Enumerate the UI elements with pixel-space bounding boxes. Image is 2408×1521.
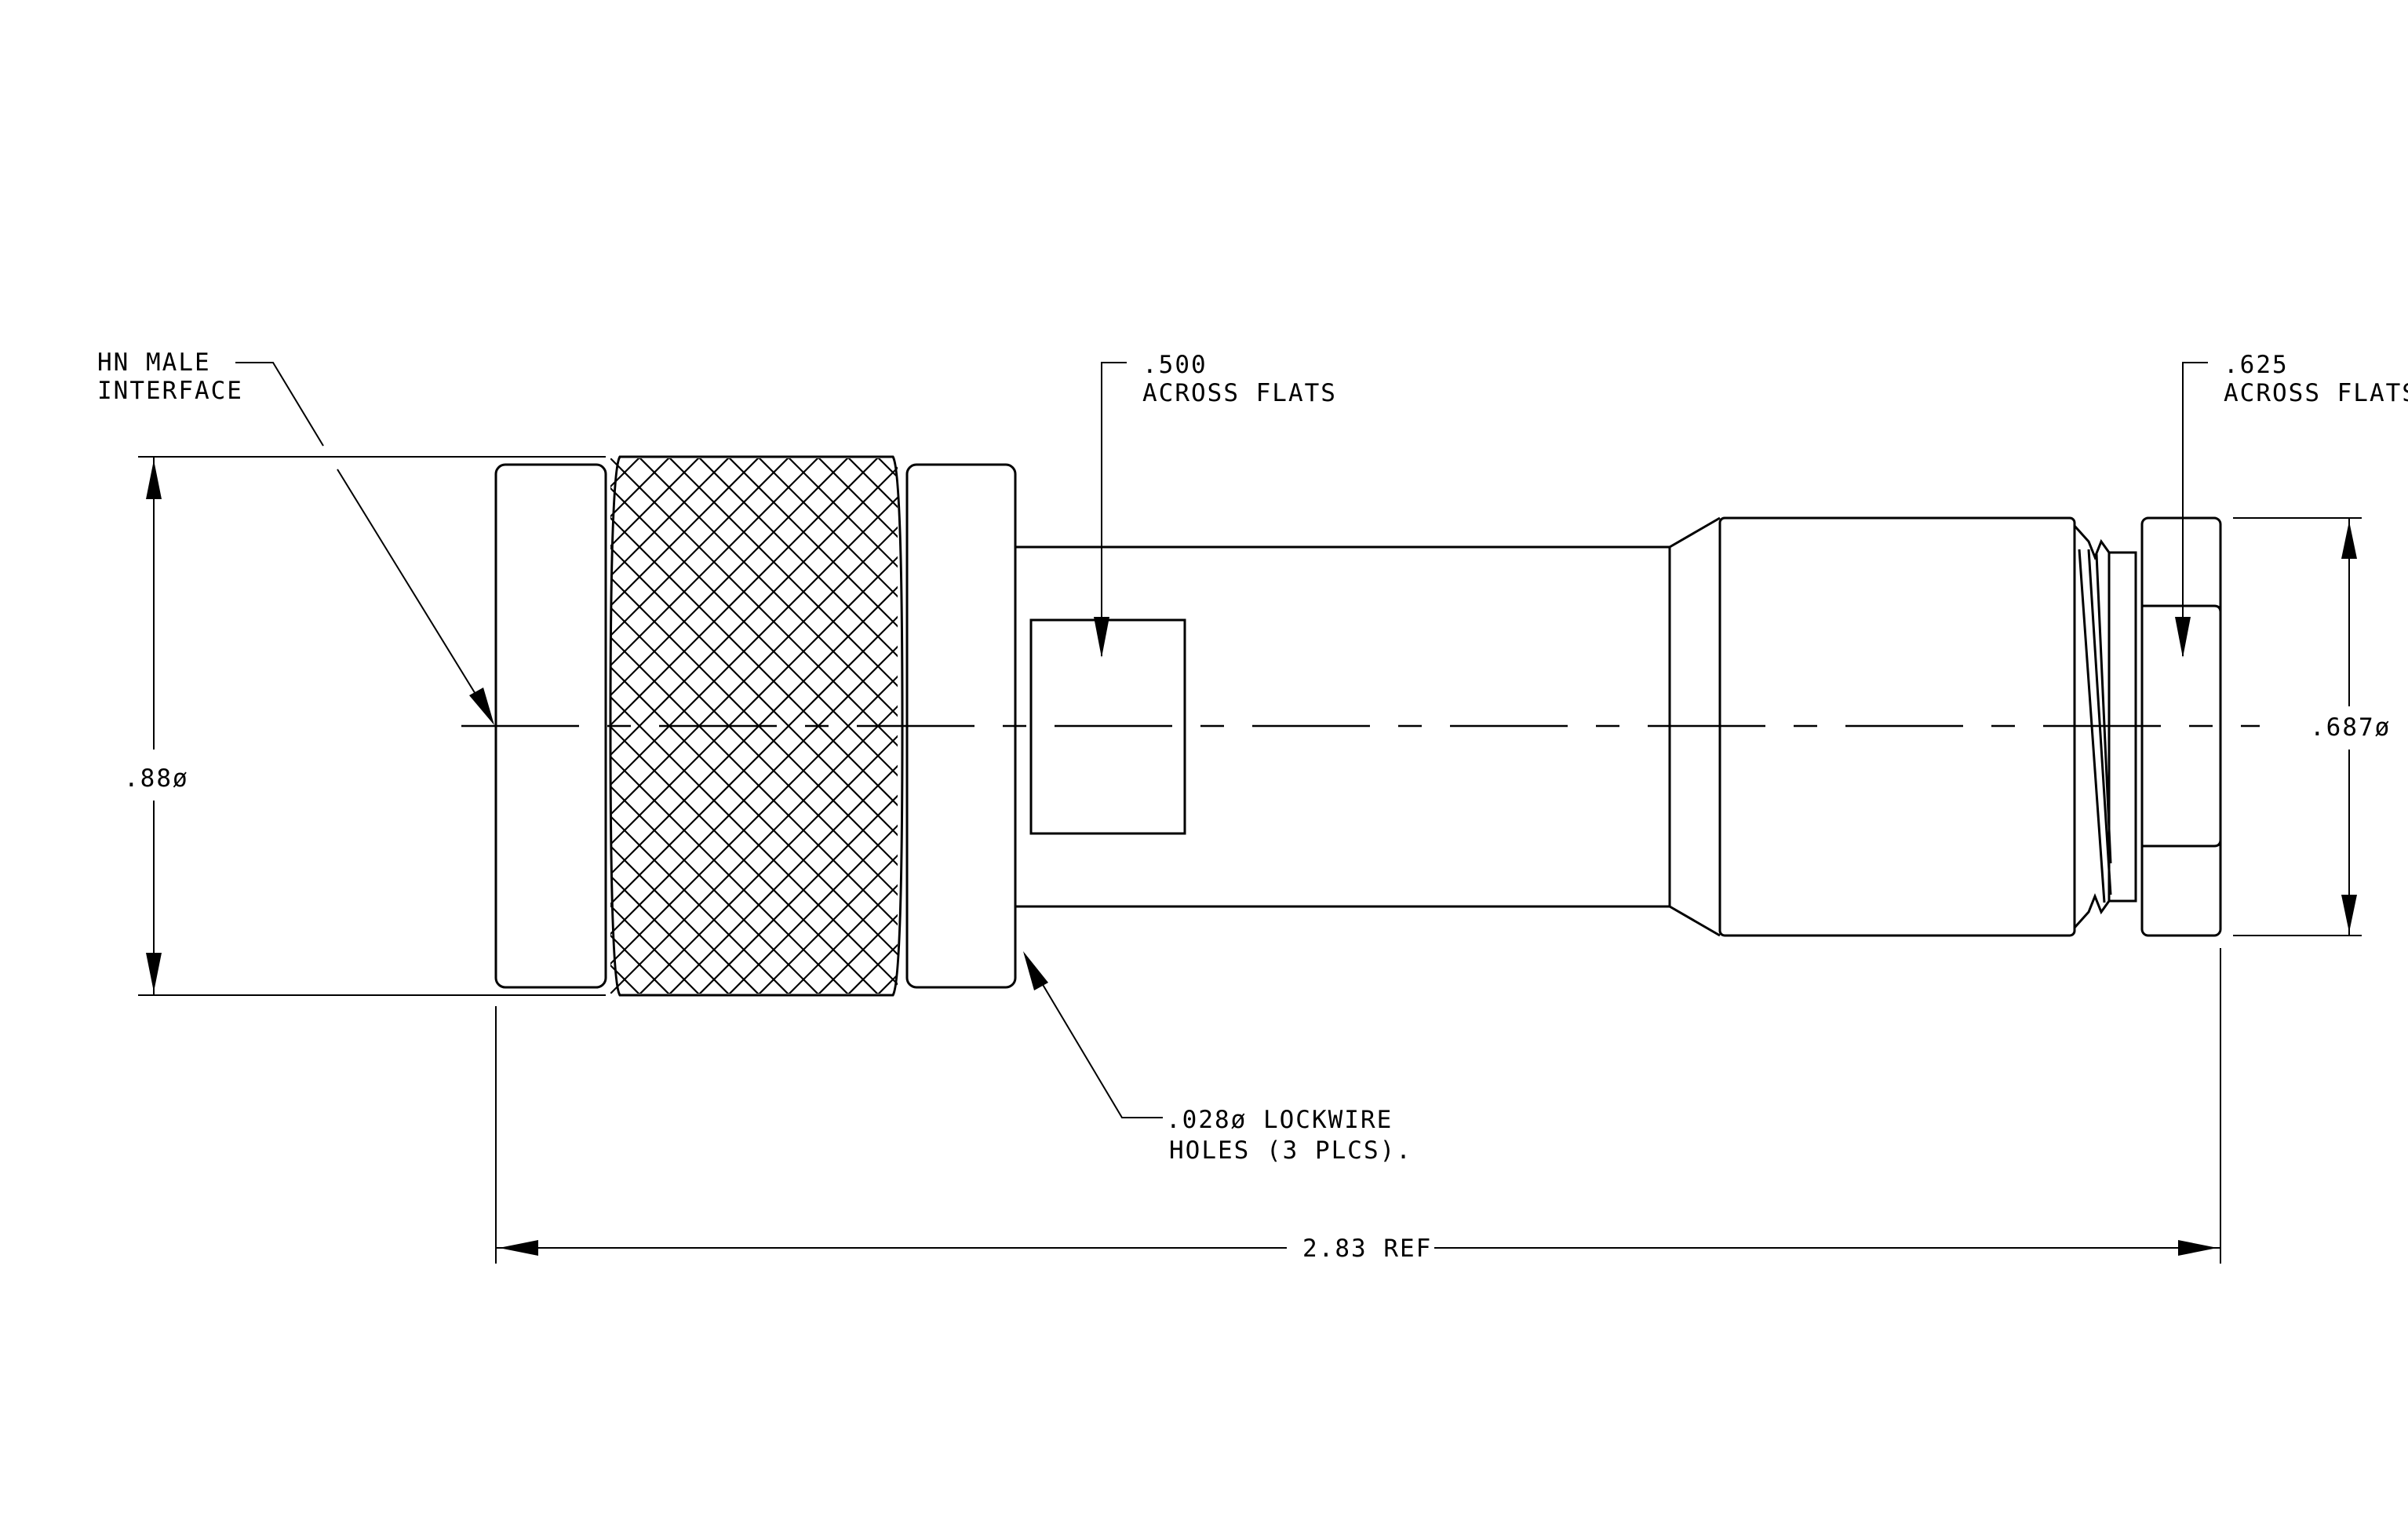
hn-male-line1: HN MALE bbox=[97, 348, 211, 377]
flats-625-line1: .625 bbox=[2224, 351, 2289, 379]
dimension-88-diameter: .88ø bbox=[124, 456, 606, 996]
callout-500-across-flats: .500 ACROSS FLATS bbox=[1094, 351, 1337, 658]
dia-88-label: .88ø bbox=[124, 764, 189, 793]
callout-lockwire-holes: .028ø LOCKWIRE HOLES (3 PLCS). bbox=[1023, 951, 1412, 1165]
hn-male-line2: INTERFACE bbox=[97, 377, 243, 405]
hex-nut-flat bbox=[2142, 604, 2222, 848]
callout-625-across-flats: .625 ACROSS FLATS bbox=[2175, 351, 2408, 658]
callout-hn-male-interface: HN MALE INTERFACE bbox=[97, 348, 494, 725]
dimension-687-diameter: .687ø bbox=[2233, 517, 2391, 936]
knurled-coupling-nut bbox=[609, 455, 904, 997]
length-ref-label: 2.83 REF bbox=[1302, 1235, 1432, 1263]
flats-500-line2: ACROSS FLATS bbox=[1142, 379, 1337, 407]
flats-500-line1: .500 bbox=[1142, 351, 1208, 379]
body-tube bbox=[1015, 545, 1670, 908]
flats-625-line2: ACROSS FLATS bbox=[2224, 379, 2408, 407]
dia-687-label: .687ø bbox=[2310, 713, 2391, 742]
dimension-length-ref: 2.83 REF bbox=[495, 948, 2221, 1264]
lockwire-line2: HOLES (3 PLCS). bbox=[1169, 1136, 1412, 1165]
lockwire-line1: .028ø LOCKWIRE bbox=[1166, 1106, 1393, 1134]
